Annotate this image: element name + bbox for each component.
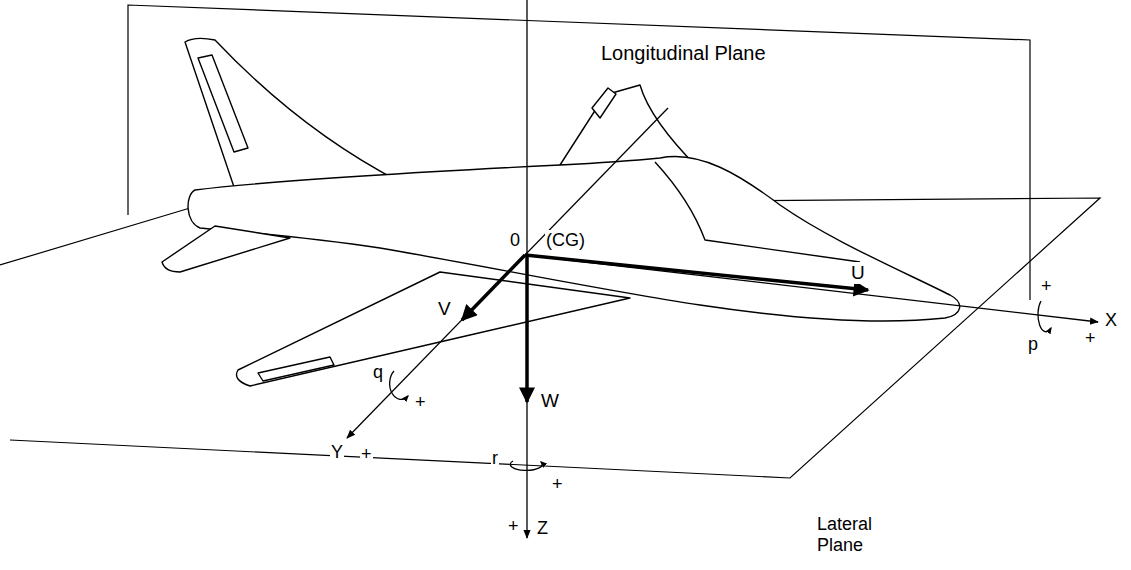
- rate-label: q: [372, 362, 384, 383]
- rate-label: r: [491, 448, 499, 469]
- plane-name: Lateral Plane: [816, 514, 888, 555]
- sign-label: +: [507, 516, 520, 537]
- rudder: [198, 55, 248, 152]
- origin-label: 0: [509, 230, 521, 251]
- axis-label: Z: [536, 518, 549, 539]
- horizontal-tail: [162, 226, 290, 272]
- axis-label: X: [1104, 310, 1118, 331]
- roll-rotation-symbol: [1038, 301, 1051, 332]
- velocity-label: W: [540, 390, 560, 412]
- sign-label: +: [1040, 276, 1053, 297]
- velocity-label: U: [850, 262, 866, 284]
- near-wing: [237, 272, 631, 386]
- sign-label: +: [414, 392, 427, 413]
- sign-label: +: [551, 474, 564, 495]
- canopy: [655, 162, 860, 262]
- origin-label: (CG): [545, 230, 586, 251]
- lateral-plane: [0, 198, 1100, 478]
- yaw-rotation-symbol: [510, 461, 542, 470]
- u-velocity-arrow: [525, 255, 868, 290]
- vertical-fin: [185, 38, 400, 190]
- rate-label: p: [1027, 334, 1039, 355]
- sign-label: +: [1084, 328, 1097, 349]
- z-axis: [526, 0, 527, 538]
- pitch-rotation-symbol: [390, 371, 408, 399]
- velocity-label: V: [437, 298, 452, 320]
- near-aileron: [258, 357, 334, 381]
- axis-label: Y: [330, 442, 344, 463]
- v-velocity-arrow: [462, 255, 525, 320]
- y-axis: [347, 108, 668, 438]
- plane-name: Longitudinal Plane: [600, 42, 767, 65]
- w-velocity-arrow: [525, 255, 529, 402]
- far-aileron: [592, 88, 616, 118]
- sign-label: +: [360, 444, 373, 465]
- x-axis: [525, 255, 1098, 322]
